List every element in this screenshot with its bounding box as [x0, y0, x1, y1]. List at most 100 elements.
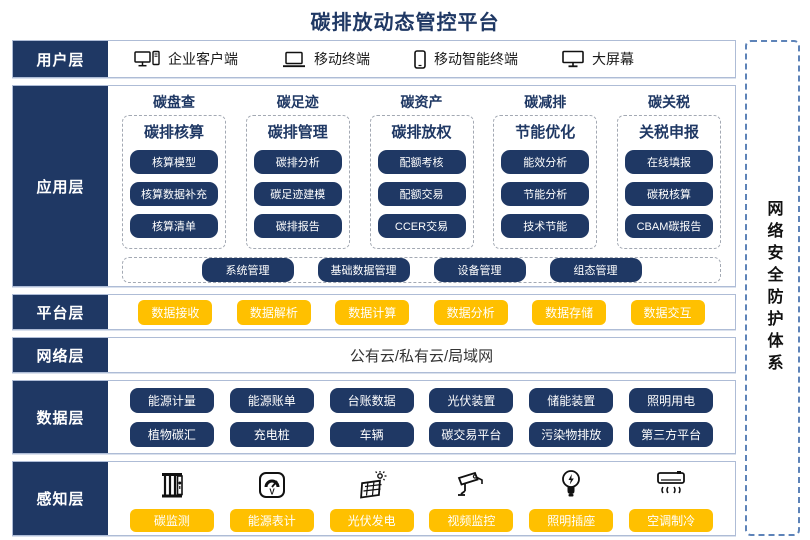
smartphone-icon: [414, 49, 426, 69]
management-pill: 基础数据管理: [317, 258, 410, 282]
page-title: 碳排放动态管控平台: [310, 12, 500, 34]
laptop-icon: [282, 51, 306, 68]
management-pill: 组态管理: [549, 258, 642, 282]
perception-item-carbon-monitor: 碳监测: [129, 466, 214, 532]
app-column-carbon-asset: 碳资产 碳排放权 配额考核 配额交易 CCER交易: [369, 92, 474, 249]
app-pill: 能效分析: [501, 150, 590, 174]
network-text: 公有云/私有云/局域网: [349, 347, 494, 365]
light-bulb-icon: [558, 466, 584, 500]
carbon-monitor-icon: [157, 466, 187, 500]
perception-item-energy-meter: V 能源表计: [229, 466, 314, 532]
column-header: 碳盘查: [153, 94, 195, 110]
perception-label: 光伏发电: [329, 508, 414, 532]
layer-row-platform: 平台层 数据接收 数据解析 数据计算 数据分析 数据存储 数据交互: [12, 294, 736, 330]
desktop-client-icon: [134, 50, 160, 68]
security-panel: 网络安全防护体系: [745, 40, 800, 536]
layer-label-application: 应用层: [13, 86, 108, 286]
platform-pill: 数据解析: [236, 299, 311, 325]
platform-pill: 数据存储: [532, 299, 607, 325]
layer-stack: 用户层 企业客户端: [12, 40, 736, 536]
user-item-label: 移动终端: [314, 51, 370, 67]
air-conditioner-icon: [655, 466, 687, 500]
data-pill: 能源账单: [229, 387, 314, 413]
column-header: 碳关税: [648, 94, 690, 110]
user-item-desktop: 企业客户端: [134, 49, 238, 69]
app-pill: 核算清单: [130, 214, 218, 238]
perception-label: 照明插座: [529, 508, 614, 532]
app-pill: 核算模型: [130, 150, 218, 174]
user-item-bigscreen: 大屏幕: [562, 49, 634, 69]
app-pill: 配额考核: [377, 150, 466, 174]
column-header: 碳资产: [400, 94, 443, 110]
column-header: 碳足迹: [276, 94, 319, 110]
app-pill: 碳足迹建模: [253, 182, 342, 206]
layer-row-perception: 感知层 碳监测: [12, 461, 736, 536]
layer-label-data: 数据层: [13, 381, 108, 453]
column-title: 碳排放权: [391, 124, 452, 141]
app-pill: 碳排分析: [253, 150, 342, 174]
column-title: 关税申报: [638, 124, 699, 141]
column-header: 碳减排: [524, 94, 567, 110]
user-item-label: 企业客户端: [168, 51, 238, 67]
perception-label: 视频监控: [429, 508, 514, 532]
app-pill: 在线填报: [625, 150, 713, 174]
platform-pill: 数据计算: [335, 299, 410, 325]
app-column-carbon-footprint: 碳足迹 碳排管理 碳排分析 碳足迹建模 碳排报告: [245, 92, 350, 249]
layer-row-network: 网络层 公有云/私有云/局域网: [12, 337, 736, 373]
app-pill: 碳排报告: [253, 214, 342, 238]
application-layer-content: 碳盘查 碳排核算 核算模型 核算数据补充 核算清单 碳足迹 碳排管理 碳排分析 …: [108, 86, 735, 286]
app-pill: CBAM碳报告: [625, 214, 713, 238]
network-layer-content: 公有云/私有云/局域网: [108, 338, 735, 372]
app-pill: CCER交易: [377, 214, 466, 238]
column-box: 节能优化 能效分析 节能分析 技术节能: [493, 115, 598, 249]
energy-meter-icon: V: [257, 466, 287, 500]
column-box: 关税申报 在线填报 碳税核算 CBAM碳报告: [617, 115, 721, 249]
app-pill: 配额交易: [377, 182, 466, 206]
column-box: 碳排核算 核算模型 核算数据补充 核算清单: [122, 115, 226, 249]
layer-label-network: 网络层: [13, 338, 108, 372]
data-pill: 储能装置: [529, 387, 614, 413]
platform-layer-content: 数据接收 数据解析 数据计算 数据分析 数据存储 数据交互: [108, 295, 735, 329]
perception-label: 能源表计: [229, 508, 314, 532]
layer-row-data: 数据层 能源计量 能源账单 台账数据 光伏装置 储能装置 照明用电 植物碳汇 充…: [12, 380, 736, 454]
column-box: 碳排管理 碳排分析 碳足迹建模 碳排报告: [245, 115, 350, 249]
perception-item-solar: 光伏发电: [329, 466, 414, 532]
app-column-carbon-inventory: 碳盘查 碳排核算 核算模型 核算数据补充 核算清单: [122, 92, 226, 249]
layer-label-perception: 感知层: [13, 462, 108, 535]
svg-text:V: V: [269, 487, 275, 496]
app-pill: 碳税核算: [625, 182, 713, 206]
user-layer-content: 企业客户端 移动终端 移动智能终端: [108, 41, 735, 77]
application-columns: 碳盘查 碳排核算 核算模型 核算数据补充 核算清单 碳足迹 碳排管理 碳排分析 …: [122, 92, 721, 249]
data-pill: 光伏装置: [429, 387, 514, 413]
data-pill: 车辆: [329, 421, 414, 447]
perception-label: 空调制冷: [629, 508, 714, 532]
solar-power-icon: [356, 466, 388, 500]
perception-item-bulb: 照明插座: [529, 466, 614, 532]
data-pill: 充电桩: [229, 421, 314, 447]
layer-label-platform: 平台层: [13, 295, 108, 329]
data-pill: 能源计量: [129, 387, 214, 413]
column-title: 节能优化: [515, 124, 576, 141]
platform-pill: 数据接收: [138, 299, 213, 325]
platform-pill: 数据交互: [630, 299, 705, 325]
user-item-laptop: 移动终端: [282, 49, 370, 69]
management-pill: 系统管理: [201, 258, 294, 282]
big-screen-icon: [562, 50, 584, 68]
perception-item-cctv: 视频监控: [429, 466, 514, 532]
cctv-camera-icon: [455, 466, 487, 500]
column-box: 碳排放权 配额考核 配额交易 CCER交易: [369, 115, 474, 249]
app-column-carbon-tariff: 碳关税 关税申报 在线填报 碳税核算 CBAM碳报告: [617, 92, 721, 249]
layer-row-application: 应用层 碳盘查 碳排核算 核算模型 核算数据补充 核算清单 碳足迹 碳排管理: [12, 85, 736, 287]
management-pill: 设备管理: [433, 258, 526, 282]
app-column-carbon-reduction: 碳减排 节能优化 能效分析 节能分析 技术节能: [493, 92, 598, 249]
data-pill: 植物碳汇: [129, 421, 214, 447]
perception-layer-content: 碳监测 V 能源表计: [108, 462, 735, 535]
perception-label: 碳监测: [129, 508, 214, 532]
app-pill: 核算数据补充: [130, 182, 218, 206]
app-pill: 技术节能: [501, 214, 590, 238]
data-pill: 污染物排放: [529, 421, 614, 447]
management-box: 系统管理 基础数据管理 设备管理 组态管理: [122, 257, 721, 283]
data-pill: 碳交易平台: [429, 421, 514, 447]
perception-item-ac: 空调制冷: [629, 466, 714, 532]
data-pill: 照明用电: [629, 387, 714, 413]
